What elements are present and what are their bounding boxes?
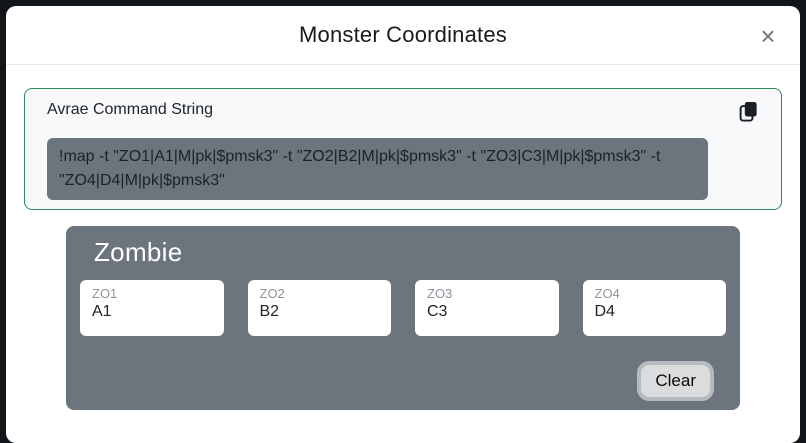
monster-name: Zombie	[94, 237, 183, 267]
coordinate-field-zo3[interactable]: ZO3 C3	[415, 280, 559, 336]
monster-coordinates-modal: Monster Coordinates × Avrae Command Stri…	[6, 6, 800, 443]
close-icon: ×	[760, 21, 776, 51]
panel-actions: Clear	[80, 361, 726, 401]
modal-body: Avrae Command String !map -t "ZO1|A1|M|p…	[6, 65, 800, 410]
modal-title: Monster Coordinates	[298, 22, 507, 47]
copy-icon	[738, 102, 759, 125]
field-label: ZO3	[427, 286, 453, 301]
modal-header: Monster Coordinates ×	[6, 6, 800, 65]
coordinate-field-zo4[interactable]: ZO4 D4	[582, 280, 726, 336]
command-label: Avrae Command String	[47, 101, 213, 118]
avrae-command-card: Avrae Command String !map -t "ZO1|A1|M|p…	[24, 88, 782, 210]
coordinate-field-zo1[interactable]: ZO1 A1	[80, 280, 224, 336]
field-label: ZO4	[594, 286, 620, 301]
close-button[interactable]: ×	[754, 22, 782, 50]
command-string[interactable]: !map -t "ZO1|A1|M|pk|$pmsk3" -t "ZO2|B2|…	[47, 138, 708, 200]
field-label: ZO2	[259, 286, 285, 301]
field-value: B2	[259, 303, 280, 320]
monster-panel-zombie: Zombie ZO1 A1 ZO2 B2 ZO3 C3 Z	[66, 226, 740, 410]
coordinate-fields-row: ZO1 A1 ZO2 B2 ZO3 C3 ZO4 D4	[80, 280, 726, 336]
field-label: ZO1	[92, 286, 118, 301]
copy-button[interactable]	[736, 99, 761, 127]
clear-button[interactable]: Clear	[637, 361, 714, 401]
coordinate-field-zo2[interactable]: ZO2 B2	[247, 280, 391, 336]
field-value: A1	[92, 303, 112, 320]
field-value: D4	[594, 303, 615, 320]
command-card-header: Avrae Command String	[47, 99, 759, 127]
field-value: C3	[427, 303, 448, 320]
